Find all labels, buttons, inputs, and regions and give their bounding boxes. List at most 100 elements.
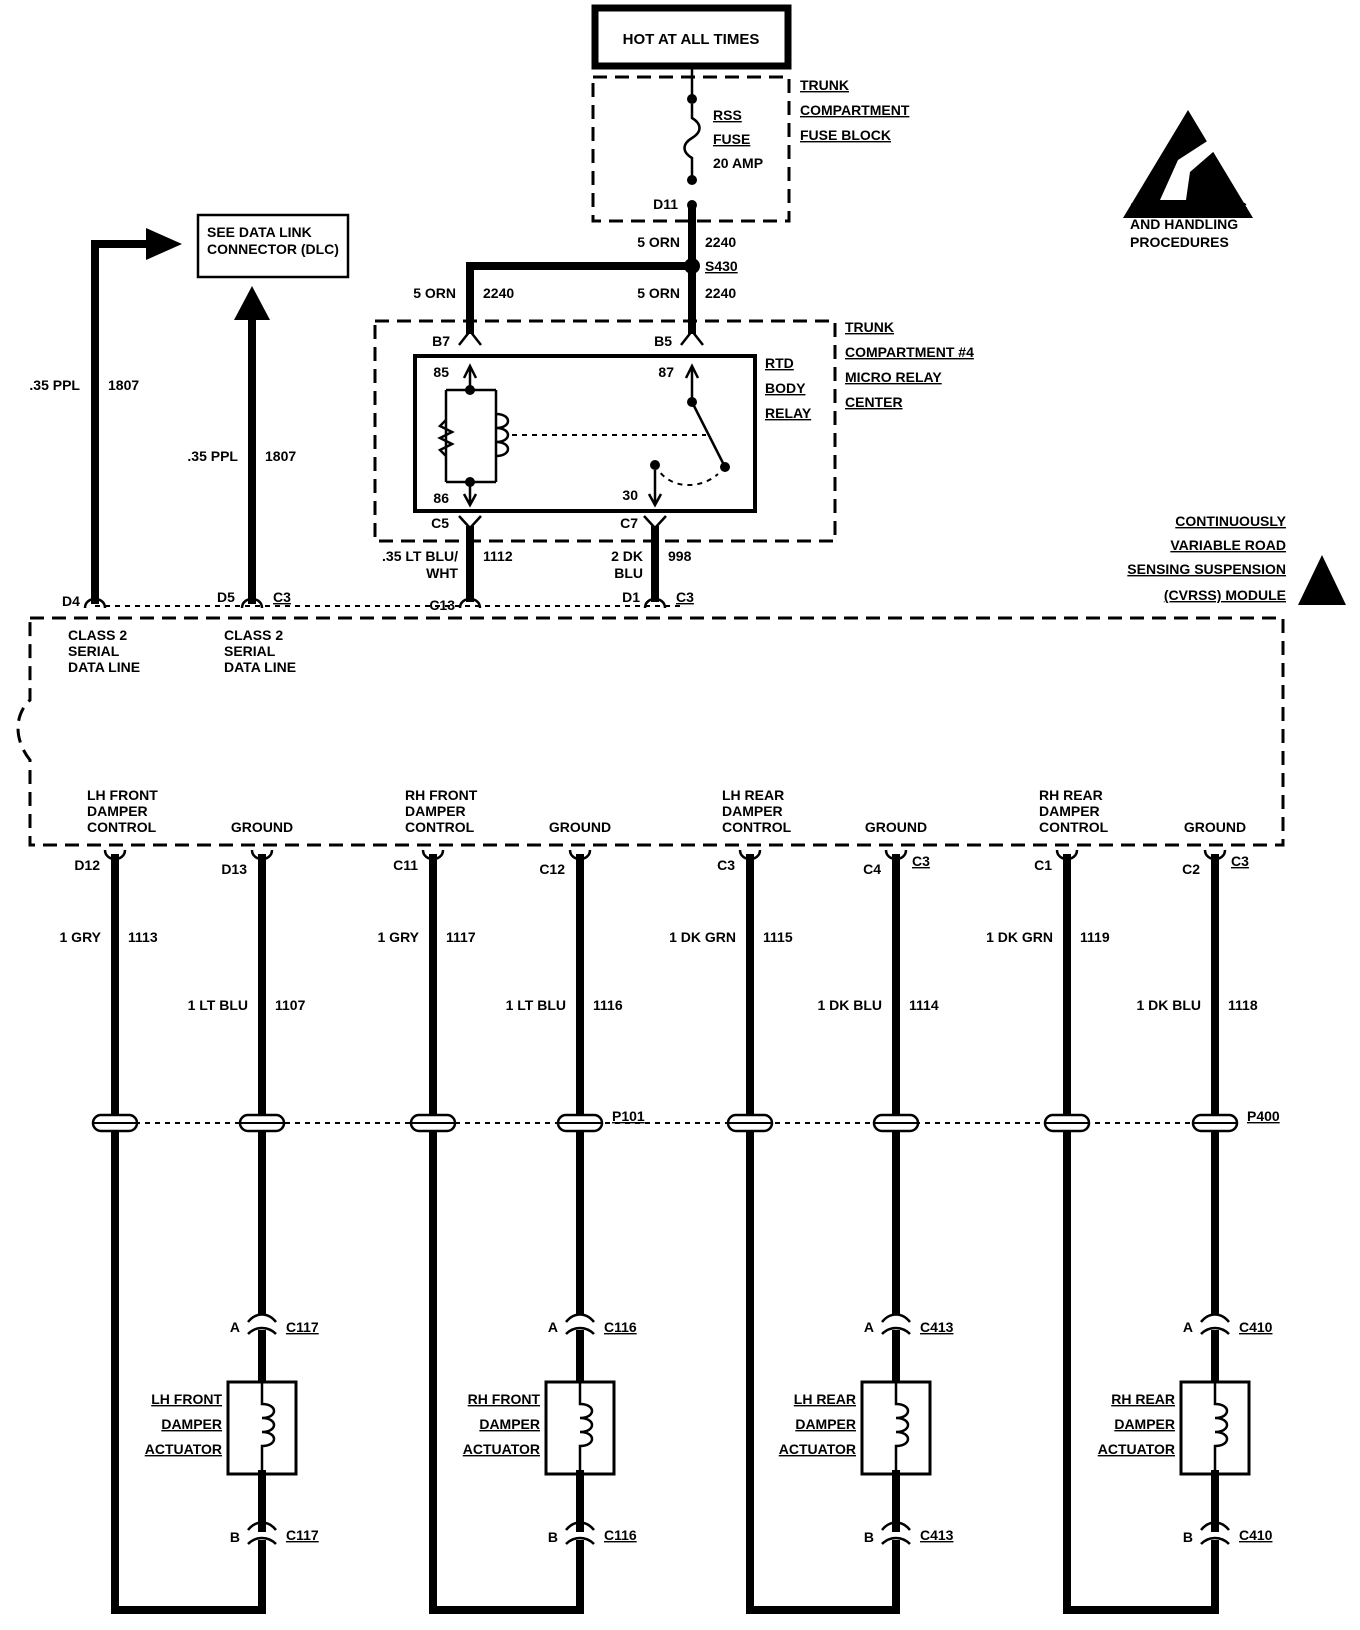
wire-1112-circuit: 1112 (483, 548, 513, 564)
pin-c7: C7 (620, 515, 638, 531)
arrow-up-icon (234, 286, 270, 320)
wire-1807-d5-circuit: 1807 (265, 448, 296, 464)
serial-2-line-2: SERIAL (224, 643, 276, 659)
esd-line-1: SEE MEASURING (1130, 199, 1248, 215)
group-4-control-wire-circuit: 1119 (1080, 929, 1110, 945)
wire-2240-left (466, 262, 692, 334)
fuse-icon (683, 104, 701, 178)
dlc-box (196, 213, 350, 279)
group-4-control-label-1: RH REAR (1039, 787, 1103, 803)
group-2-control-wire (429, 854, 584, 1614)
relay-center-label-3: MICRO RELAY (845, 369, 942, 385)
group-1-control-pin: D12 (74, 857, 100, 873)
group-3-control-wire (746, 854, 900, 1614)
group-4-ground-wire-circuit: 1118 (1228, 997, 1258, 1013)
wire-1807-d4 (91, 240, 152, 604)
terminal-b7-icon (458, 328, 482, 346)
group-4-conn-a: C410 (1239, 1319, 1273, 1335)
group-4-conn-b: C410 (1239, 1527, 1273, 1543)
group-1-conn-a-top-icon (247, 1313, 277, 1323)
pin-d5: D5 (217, 589, 235, 605)
dlc-label-2: CONNECTOR (DLC) (207, 241, 339, 257)
switch-throw-path (654, 464, 719, 486)
group-1-ground-wire-gauge: 1 LT BLU (188, 997, 248, 1013)
pin-c13-icon (458, 597, 482, 609)
wire-right-circuit: 2240 (705, 285, 736, 301)
group-3-ground-wire-gauge: 1 DK BLU (817, 997, 882, 1013)
relay-center-label-2: COMPARTMENT #4 (845, 344, 974, 360)
fuse-block-label-1: TRUNK (800, 77, 849, 93)
group-1-ground-pin: D13 (221, 861, 247, 877)
pin-d1-icon (643, 597, 667, 609)
group-3-actuator-label-2: DAMPER (795, 1416, 856, 1432)
group-2-control-label-1: RH FRONT (405, 787, 478, 803)
group-2-conn-a-bottom-icon (565, 1326, 595, 1335)
group-4-actuator-coil-icon (1213, 1382, 1229, 1474)
group-4-control-wire-gauge: 1 DK GRN (986, 929, 1053, 945)
pin-85: 85 (433, 364, 449, 380)
group-2-actuator-label-3: ACTUATOR (463, 1441, 540, 1457)
pin-d4-icon (83, 597, 107, 609)
wire-1807-d5-gauge: .35 PPL (187, 448, 238, 464)
relay-name-2: BODY (765, 380, 806, 396)
group-1-actuator-label-1: LH FRONT (151, 1391, 222, 1407)
group-1-control-label-2: DAMPER (87, 803, 148, 819)
switch-arm (690, 401, 727, 468)
group-3-control-wire-circuit: 1115 (763, 929, 793, 945)
fuse-name: RSS (713, 107, 742, 123)
group-1-ground-label: GROUND (231, 819, 293, 835)
cvrss-module-boundary (16, 616, 1285, 847)
group-4-control-label-2: DAMPER (1039, 803, 1100, 819)
wire-top-circuit: 2240 (705, 234, 736, 250)
pin-86: 86 (433, 490, 449, 506)
group-3-ground-label: GROUND (865, 819, 927, 835)
pin-87-arrow (684, 363, 700, 402)
pin-86-arrow (462, 482, 478, 508)
group-3-control-label-3: CONTROL (722, 819, 792, 835)
group-3-actuator-coil-icon (894, 1382, 910, 1474)
group-1-pin-a: A (230, 1319, 240, 1335)
wire-1112-gauge-1: .35 LT BLU/ (382, 548, 458, 564)
group-4-ground-pin-conn: C3 (1231, 853, 1249, 869)
group-3-conn-b-top-icon (881, 1521, 911, 1531)
group-4-ground-wire-gauge: 1 DK BLU (1136, 997, 1201, 1013)
group-2-conn-b-top-icon (565, 1521, 595, 1531)
group-2-pin-b: B (548, 1529, 558, 1545)
group-1-pin-b: B (230, 1529, 240, 1545)
pin-30: 30 (622, 487, 638, 503)
group-2-actuator-label-2: DAMPER (479, 1416, 540, 1432)
serial-2-line-1: CLASS 2 (224, 627, 283, 643)
group-3-ground-wire-circuit: 1114 (909, 997, 939, 1013)
group-2-control-pin: C11 (393, 857, 418, 873)
splice-label: S430 (705, 258, 738, 274)
group-3-conn-a: C413 (920, 1319, 954, 1335)
pin-87: 87 (658, 364, 674, 380)
group-4-control-pin: C1 (1034, 857, 1052, 873)
resistor-icon (437, 419, 455, 457)
switch-contact-no (720, 462, 730, 472)
group-2-control-label-3: CONTROL (405, 819, 475, 835)
group-2-ground-pin: C12 (539, 861, 565, 877)
esd-hand-icon (1160, 138, 1220, 200)
group-2-control-wire-circuit: 1117 (446, 929, 476, 945)
wire-1807-d4-circuit: 1807 (108, 377, 139, 393)
fuse-pin-d11: D11 (653, 196, 678, 212)
group-1-conn-b-top-icon (247, 1521, 277, 1531)
group-2-ground-wire-circuit: 1116 (593, 997, 623, 1013)
group-2-conn-b: C116 (604, 1527, 637, 1543)
group-4-ground-label: GROUND (1184, 819, 1246, 835)
group-2-conn-b-bottom-icon (565, 1536, 595, 1545)
serial-1-line-3: DATA LINE (68, 659, 140, 675)
pin-b7: B7 (432, 333, 450, 349)
group-2-actuator-label-1: RH FRONT (468, 1391, 541, 1407)
terminal-b5-icon (680, 328, 704, 346)
group-3-conn-a-top-icon (881, 1313, 911, 1323)
module-name-4: (CVRSS) MODULE (1164, 587, 1286, 603)
group-4-pin-a: A (1183, 1319, 1193, 1335)
module-name-1: CONTINUOUSLY (1175, 513, 1286, 529)
group-2-conn-a-top-icon (565, 1313, 595, 1323)
group-2-ground-label: GROUND (549, 819, 611, 835)
group-3-pin-a: A (864, 1319, 874, 1335)
fuse-block-label-3: FUSE BLOCK (800, 127, 891, 143)
group-1-actuator-label-3: ACTUATOR (145, 1441, 222, 1457)
